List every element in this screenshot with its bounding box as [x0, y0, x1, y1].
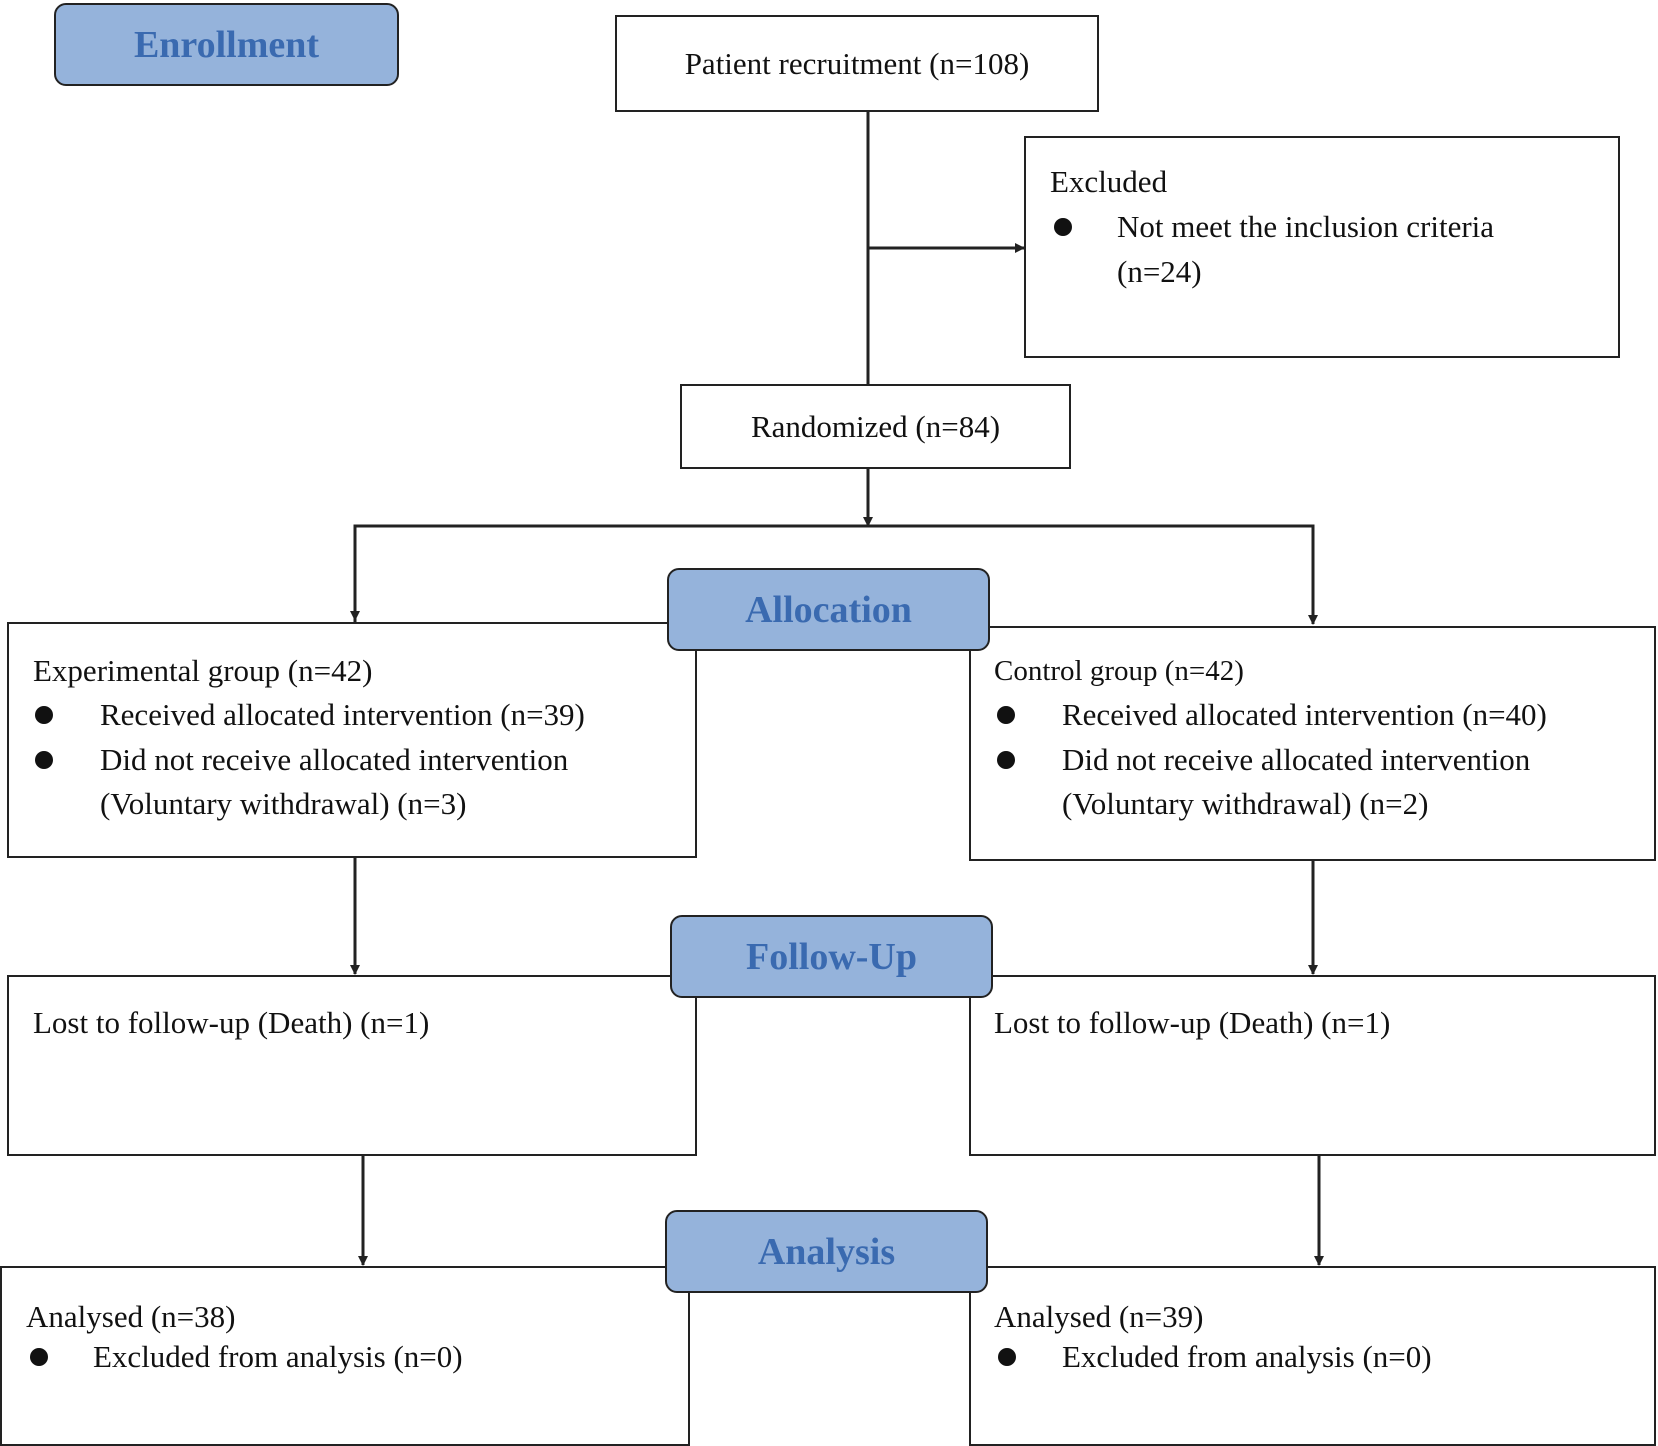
allocation-stage-label: Allocation — [667, 568, 990, 651]
bullet-icon — [998, 1348, 1016, 1366]
experimental-title: Experimental group (n=42) — [33, 653, 373, 688]
control-group-box: Control group (n=42) Received allocated … — [969, 626, 1656, 861]
allocation-label: Allocation — [745, 588, 912, 631]
excluded-reason: Not meet the inclusion criteria — [1117, 209, 1495, 244]
experimental-group-box: Experimental group (n=42) Received alloc… — [7, 622, 697, 858]
control-not-received: Did not receive allocated intervention — [1062, 742, 1531, 777]
experimental-withdrawal: (Voluntary withdrawal) (n=3) — [100, 786, 467, 821]
bullet-icon — [35, 751, 53, 769]
experimental-analysis-excluded: Excluded from analysis (n=0) — [93, 1339, 463, 1374]
control-withdrawal: (Voluntary withdrawal) (n=2) — [1062, 786, 1429, 821]
bullet-icon — [997, 706, 1015, 724]
analysis-label: Analysis — [757, 1230, 896, 1273]
experimental-followup-box: Lost to follow-up (Death) (n=1) — [7, 975, 697, 1156]
experimental-analysis-box: Analysed (n=38) Excluded from analysis (… — [0, 1266, 690, 1446]
experimental-analysed: Analysed (n=38) — [26, 1299, 236, 1334]
experimental-received: Received allocated intervention (n=39) — [100, 697, 585, 732]
excluded-title: Excluded — [1050, 164, 1168, 199]
control-analysed: Analysed (n=39) — [994, 1299, 1204, 1334]
control-title: Control group (n=42) — [994, 655, 1244, 687]
experimental-not-received: Did not receive allocated intervention — [100, 742, 569, 777]
split-line — [353, 524, 1315, 622]
control-analysis-box: Analysed (n=39) Excluded from analysis (… — [969, 1266, 1656, 1446]
excluded-box: Excluded Not meet the inclusion criteria… — [1024, 136, 1620, 358]
control-analysis-excluded: Excluded from analysis (n=0) — [1062, 1339, 1432, 1374]
recruitment-box: Patient recruitment (n=108) — [615, 15, 1099, 112]
enrollment-stage-label: Enrollment — [54, 3, 399, 86]
bullet-icon — [30, 1348, 48, 1366]
analysis-stage-label: Analysis — [665, 1210, 988, 1293]
follow-up-stage-label: Follow-Up — [670, 915, 993, 998]
enrollment-label: Enrollment — [133, 23, 320, 66]
experimental-followup-text: Lost to follow-up (Death) (n=1) — [33, 1005, 430, 1040]
recruitment-text: Patient recruitment (n=108) — [684, 45, 1030, 81]
bullet-icon — [35, 706, 53, 724]
bullet-icon — [997, 751, 1015, 769]
bullet-icon — [1054, 218, 1072, 236]
excluded-count: (n=24) — [1117, 254, 1202, 289]
control-followup-text: Lost to follow-up (Death) (n=1) — [994, 1005, 1391, 1040]
randomized-box: Randomized (n=84) — [680, 384, 1071, 469]
control-received: Received allocated intervention (n=40) — [1062, 697, 1547, 732]
control-followup-box: Lost to follow-up (Death) (n=1) — [969, 975, 1656, 1156]
follow-up-label: Follow-Up — [746, 935, 917, 978]
randomized-text: Randomized (n=84) — [750, 408, 1001, 444]
